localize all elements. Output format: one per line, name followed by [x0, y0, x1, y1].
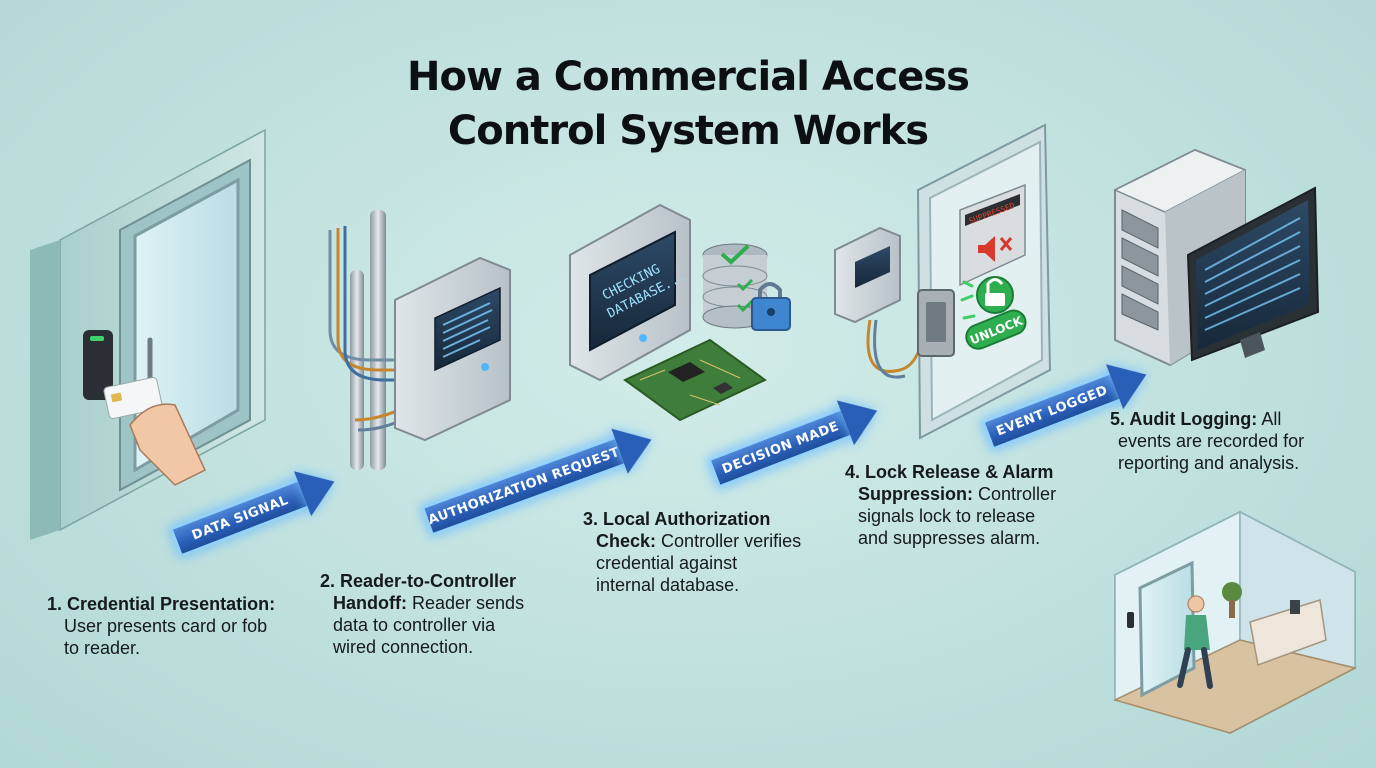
step-4-line-2: signals lock to release [858, 506, 1036, 526]
step-4-line-3: and suppresses alarm. [858, 528, 1041, 548]
lobby-room-illustration [1112, 510, 1358, 735]
step-3-caption: 3. Local Authorization Check: Controller… [583, 508, 801, 596]
step-5-line-2: events are recorded for [1118, 431, 1305, 451]
step-3-line-1: Controller verifies [661, 531, 802, 551]
speaker-muted-icon [978, 236, 995, 262]
title-line-1: How a Commercial Access [407, 54, 970, 100]
step-1-line-1: User presents card or fob [64, 616, 268, 636]
padlock-icon [751, 282, 791, 331]
step-4-title-cont: Suppression: [858, 484, 974, 504]
audit-server-illustration [1113, 148, 1320, 367]
controller-box-illustration [328, 210, 511, 470]
step-4-line-1: Controller [978, 484, 1057, 504]
step-2-title-cont: Handoff: [333, 593, 407, 613]
step-1-line-2: to reader. [64, 638, 141, 658]
step-3-title: 3. Local Authorization [583, 509, 771, 529]
hand-icon [129, 403, 206, 486]
step-3-line-3: internal database. [596, 575, 740, 595]
access-card-icon [103, 376, 163, 420]
step-1-caption: 1. Credential Presentation: User present… [47, 593, 275, 659]
step-3-line-2: credential against [596, 553, 738, 573]
title-line-2: Control System Works [447, 108, 929, 154]
lock-release-illustration: SUPPRESSED UNLOCK [834, 123, 1052, 440]
step-5-line-3: reporting and analysis. [1118, 453, 1300, 473]
database-check-illustration: CHECKING DATABASE... [569, 203, 791, 422]
step-5-line-1: All [1261, 409, 1282, 429]
door-reader-illustration [30, 128, 266, 540]
step-2-line-2: data to controller via [333, 615, 496, 635]
alarm-panel [959, 183, 1026, 287]
step-2-line-1: Reader sends [412, 593, 525, 613]
step-3-title-cont: Check: [596, 531, 657, 551]
circuit-board-icon [623, 338, 767, 422]
person-walking-icon [1184, 615, 1210, 650]
step-4-caption: 4. Lock Release & Alarm Suppression: Con… [845, 461, 1056, 549]
step-2-caption: 2. Reader-to-Controller Handoff: Reader … [320, 570, 524, 658]
card-reader-icon [83, 330, 113, 400]
lobby-door [1138, 560, 1196, 698]
page-title: How a Commercial Access Control System W… [0, 50, 1376, 158]
step-5-title: 5. Audit Logging: [1110, 409, 1258, 429]
step-5-caption: 5. Audit Logging: All events are recorde… [1110, 408, 1304, 474]
step-1-title: 1. Credential Presentation: [47, 594, 276, 614]
step-2-title: 2. Reader-to-Controller [320, 571, 517, 591]
step-4-title: 4. Lock Release & Alarm [845, 462, 1054, 482]
step-2-line-3: wired connection. [333, 637, 474, 657]
